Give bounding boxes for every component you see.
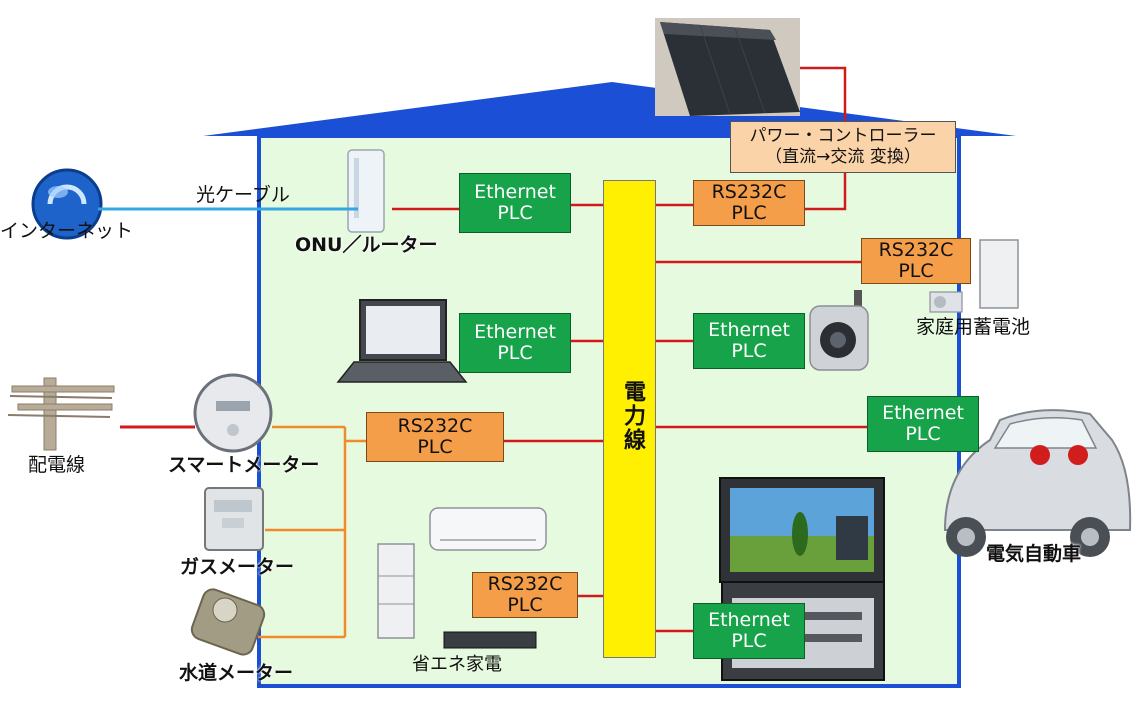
power-line-label: 電力線 — [620, 380, 645, 452]
laptop-icon — [336, 299, 468, 383]
plc-type: RS232C — [397, 415, 473, 438]
gas-meter-label: ガスメーター — [180, 556, 295, 578]
plc-box-ethernet-ev: Ethernet PLC — [867, 396, 979, 452]
plc-box-rs232c-meter: RS232C PLC — [366, 412, 504, 462]
recorder-icon — [443, 631, 537, 649]
power-controller-subtitle: （直流→交流 変換） — [765, 147, 921, 168]
plc-type: RS232C — [878, 239, 954, 262]
plc-box-ethernet-laptop: Ethernet PLC — [459, 313, 571, 373]
plc-type: RS232C — [711, 181, 787, 204]
plc-box-ethernet-camera: Ethernet PLC — [693, 313, 805, 369]
plc-box-rs232c-appliance: RS232C PLC — [472, 572, 578, 618]
smart-meter-label: スマートメーター — [168, 454, 320, 476]
plc-box-ethernet-tv: Ethernet PLC — [693, 603, 805, 659]
plc-type: Ethernet — [474, 321, 556, 344]
meter-wires — [258, 425, 366, 639]
refrigerator-icon — [377, 543, 415, 639]
distribution-line-label: 配電線 — [28, 454, 86, 476]
plc-box-ethernet-router: Ethernet PLC — [459, 173, 571, 233]
optical-cable-label: 光ケーブル — [196, 184, 290, 206]
eco-appliances-label: 省エネ家電 — [412, 654, 502, 675]
air-conditioner-icon — [429, 507, 547, 551]
plc-label: PLC — [417, 436, 453, 458]
plc-type: Ethernet — [708, 609, 790, 632]
plc-label: PLC — [507, 594, 543, 616]
plc-type: Ethernet — [474, 181, 556, 204]
plc-label: PLC — [497, 202, 533, 224]
router-icon — [347, 149, 385, 233]
home-battery-icon — [929, 239, 1019, 313]
power-controller-title: パワー・コントローラー — [749, 126, 937, 146]
gas-meter-icon — [204, 487, 264, 551]
plc-box-rs232c-battery: RS232C PLC — [861, 238, 971, 284]
water-meter-icon — [190, 588, 266, 656]
power-controller-box: パワー・コントローラー （直流→交流 変換） — [730, 121, 956, 173]
water-meter-label: 水道メーター — [179, 662, 294, 684]
plc-label: PLC — [731, 630, 767, 652]
plc-type: Ethernet — [882, 402, 964, 425]
plc-type: Ethernet — [708, 319, 790, 342]
power-line-bar — [603, 180, 656, 658]
plc-box-rs232c-solar: RS232C PLC — [693, 180, 805, 226]
solar-panel-icon — [655, 18, 800, 116]
plc-label: PLC — [898, 260, 934, 282]
plc-label: PLC — [731, 202, 767, 224]
onu-router-label: ONU／ルーター — [295, 234, 438, 256]
plc-label: PLC — [497, 342, 533, 364]
home-battery-label: 家庭用蓄電池 — [916, 316, 1031, 338]
plc-label: PLC — [731, 340, 767, 362]
power-wires — [392, 66, 867, 633]
internet-globe-icon — [31, 168, 103, 240]
smart-meter-icon — [193, 373, 273, 453]
utility-pole-icon — [7, 377, 115, 451]
ev-car-icon — [943, 409, 1132, 557]
plc-type: RS232C — [487, 573, 563, 596]
internet-label: インターネット — [0, 220, 134, 242]
plc-label: PLC — [905, 423, 941, 445]
ev-label: 電気自動車 — [986, 543, 1082, 565]
camera-icon — [809, 290, 869, 371]
